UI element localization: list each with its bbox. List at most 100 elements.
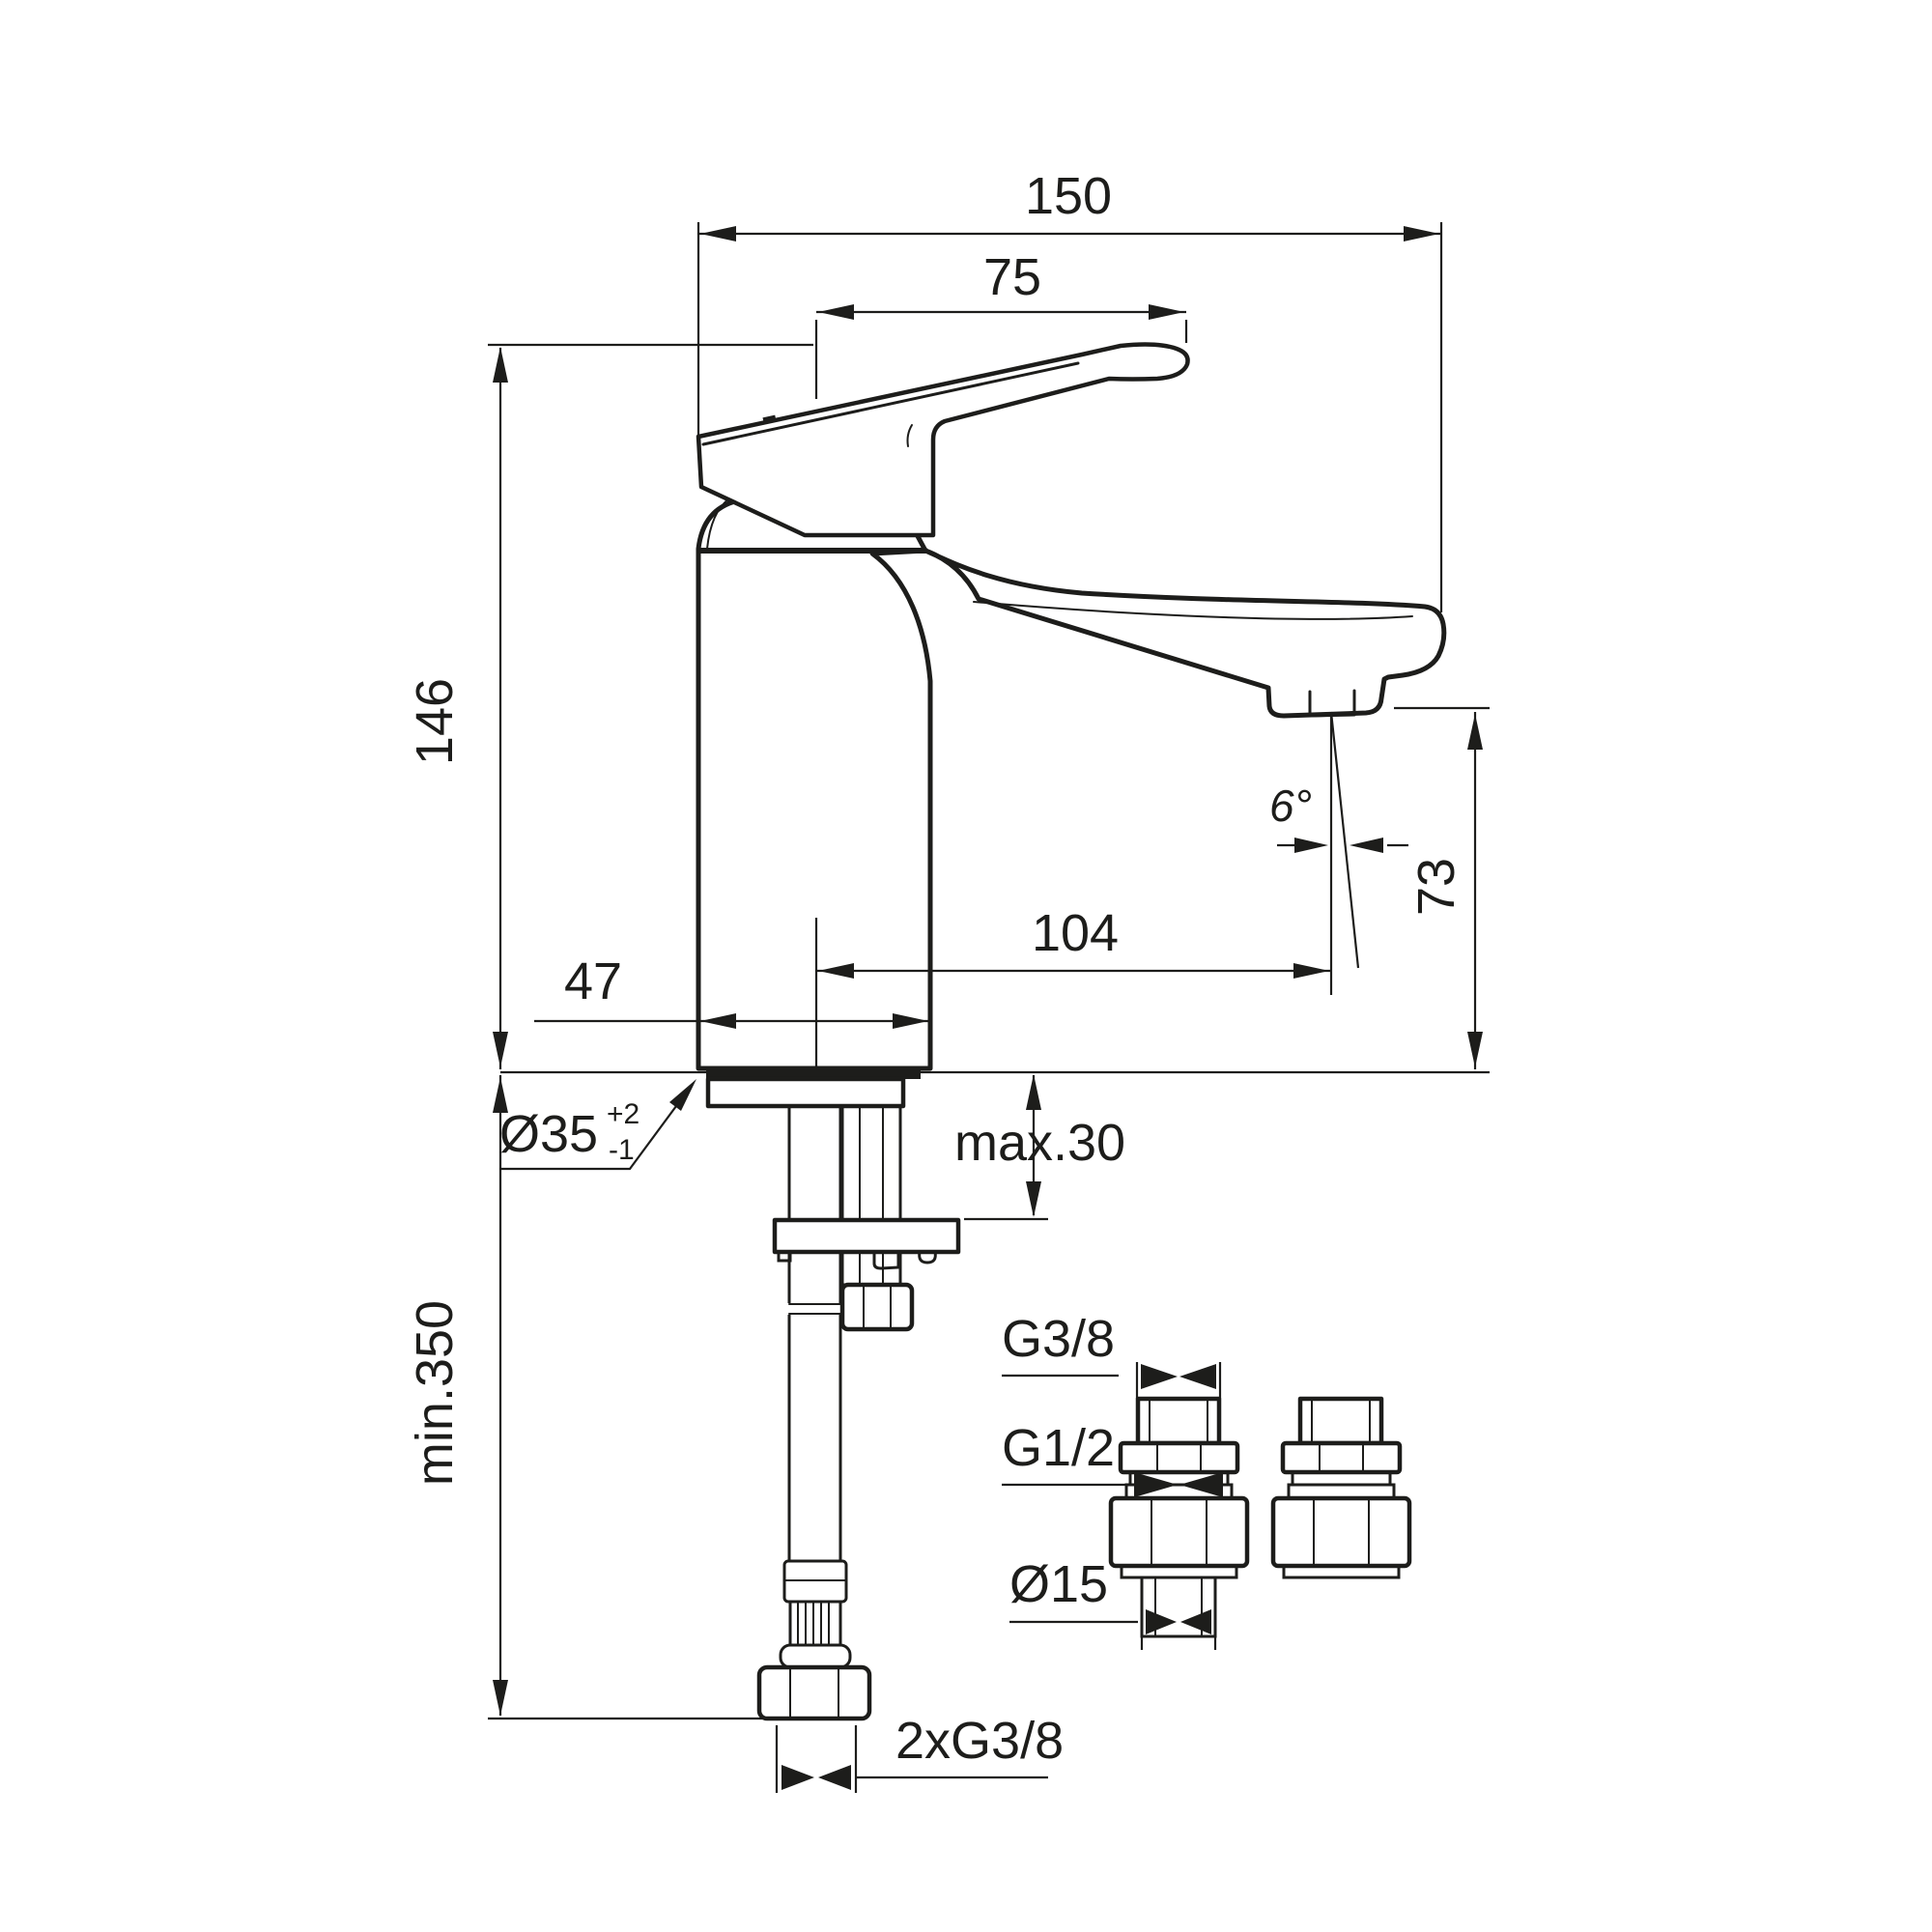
dim-g38-arrow-left: [1141, 1364, 1178, 1389]
mounting-plate: [772, 1217, 961, 1270]
dim-max30-arrow-up: [1026, 1074, 1041, 1110]
faucet: [696, 342, 1447, 1109]
plate-lug: [918, 1250, 937, 1264]
temperature-indicator-dot: [762, 414, 777, 425]
dim-2xg38-arrow-right: [818, 1765, 851, 1790]
fitting-right: [1270, 1396, 1412, 1579]
dimension-75: 75: [814, 248, 1188, 399]
lever-top-edge-line: [701, 361, 1080, 446]
annotation-6deg: 6°: [1269, 711, 1408, 995]
dim-47-arrow-right: [893, 1013, 928, 1029]
dim-max30-arrow-down: [1026, 1181, 1041, 1217]
fitting-left-big-nut-facets: [1151, 1497, 1208, 1567]
fitting-right-hex-facets: [1319, 1442, 1364, 1473]
hose-joint-gap: [787, 1303, 842, 1315]
dim-2xg38-label: 2xG3/8: [895, 1712, 1064, 1770]
dimension-104: 104: [814, 904, 1331, 1066]
dimension-2xg38: 2xG3/8: [775, 1712, 1064, 1793]
braided-hose: [787, 1104, 842, 1563]
dim-73-arrow-bottom: [1467, 1032, 1483, 1067]
dim-146-arrow-top: [493, 347, 508, 383]
fitting-right-stub-lines: [1311, 1398, 1371, 1444]
fitting-left-big-nut: [1108, 1495, 1250, 1569]
hole-tol-plus: +2: [607, 1098, 639, 1130]
dim-g12-label: G1/2: [1002, 1419, 1115, 1477]
base-gasket: [706, 1066, 921, 1079]
dim-min350-arrow-top: [493, 1077, 508, 1113]
annotation-hole-diameter: Ø35 +2 -1: [499, 1079, 696, 1171]
dim-47-label: 47: [564, 952, 622, 1010]
dim-max30-label: max.30: [954, 1114, 1125, 1172]
dim-2xg38-arrow-left: [781, 1765, 814, 1790]
dim-g38-arrow-right: [1179, 1364, 1216, 1389]
dim-47-arrow-left: [700, 1013, 736, 1029]
dimension-150: 150: [696, 167, 1443, 612]
hose-rib-lines: [797, 1601, 830, 1646]
dim-d15-arrow-left: [1146, 1609, 1177, 1634]
fixing-nut-body: [839, 1282, 915, 1332]
dimension-min350: min.350: [406, 1075, 765, 1720]
fitting-right-big-nut: [1270, 1495, 1412, 1569]
dim-146-arrow-bottom: [493, 1032, 508, 1067]
dim-73-arrow-top: [1467, 714, 1483, 750]
dimension-146: 146: [406, 343, 813, 1069]
dim-g12-arrow-left: [1134, 1472, 1178, 1497]
dimension-d15: Ø15: [1009, 1555, 1217, 1650]
fitting-left-hex-nut: [1118, 1440, 1240, 1475]
dim-d15-ext-lines: [1140, 1636, 1217, 1650]
dim-104-arrow-right: [1293, 963, 1329, 979]
stud-thread-lines: [859, 1105, 884, 1286]
dim-146-label: 146: [406, 678, 464, 765]
spout: [923, 548, 1447, 719]
lever-neck-arc: [906, 424, 913, 447]
dimension-g12: G1/2: [1002, 1419, 1223, 1497]
dim-d15-arrow-right: [1180, 1609, 1211, 1634]
angle-label: 6°: [1269, 781, 1312, 831]
angle-arrow-left: [1294, 838, 1328, 853]
dim-150-arrow-right: [1404, 226, 1439, 242]
fitting-right-hex-nut: [1280, 1440, 1403, 1475]
hose-end-collar: [779, 1643, 852, 1669]
fitting-right-collar: [1282, 1564, 1401, 1579]
dimension-max30: max.30: [954, 1074, 1125, 1221]
dim-g38-ext-lines: [1135, 1362, 1222, 1399]
angle-arrow-right: [1350, 838, 1383, 853]
fitting-right-big-nut-facets: [1313, 1497, 1370, 1567]
shank-flange: [705, 1076, 906, 1109]
hose-joint-lines: [788, 1303, 841, 1315]
mounting-stud: [840, 1104, 902, 1287]
fixing-nut: [839, 1282, 915, 1332]
dimension-47: 47: [534, 952, 930, 1029]
dimension-73: 73: [1394, 706, 1490, 1069]
hole-leader-line: [499, 1083, 694, 1171]
dim-min350-label: min.350: [406, 1300, 464, 1486]
dim-g38-label: G3/8: [1002, 1310, 1115, 1368]
spout-highlight-line: [973, 601, 1413, 620]
dim-104-arrow-left: [818, 963, 854, 979]
dim-150-arrow-left: [700, 226, 736, 242]
hose-end-fitting: [756, 1559, 872, 1721]
fitting-left-stub-lines: [1149, 1398, 1208, 1444]
dim-g12-arrow-right: [1179, 1472, 1223, 1497]
dim-min350-arrow-bottom: [493, 1680, 508, 1716]
plate-body: [772, 1217, 961, 1255]
dim-75-label: 75: [983, 248, 1041, 306]
dim-104-label: 104: [1032, 904, 1119, 962]
hose-end-nut-facets: [789, 1666, 839, 1719]
fixing-nut-facets: [863, 1284, 892, 1330]
supply-hose-assembly: [756, 1104, 961, 1721]
dim-73-label: 73: [1407, 858, 1465, 916]
dim-75-arrow-right: [1149, 304, 1184, 320]
angle-ref-slanted: [1329, 711, 1360, 969]
fitting-left-pipe-stub: [1140, 1576, 1217, 1638]
plate-notch: [777, 1250, 792, 1263]
dim-75-arrow-left: [818, 304, 854, 320]
hole-diameter-label: Ø35: [499, 1105, 598, 1163]
plate-hook: [872, 1250, 900, 1270]
dimension-g38: G3/8: [1002, 1310, 1222, 1399]
fitting-left-hex-facets: [1156, 1442, 1202, 1473]
fitting-left: [1108, 1396, 1250, 1638]
hole-leader-arrow: [669, 1079, 696, 1111]
